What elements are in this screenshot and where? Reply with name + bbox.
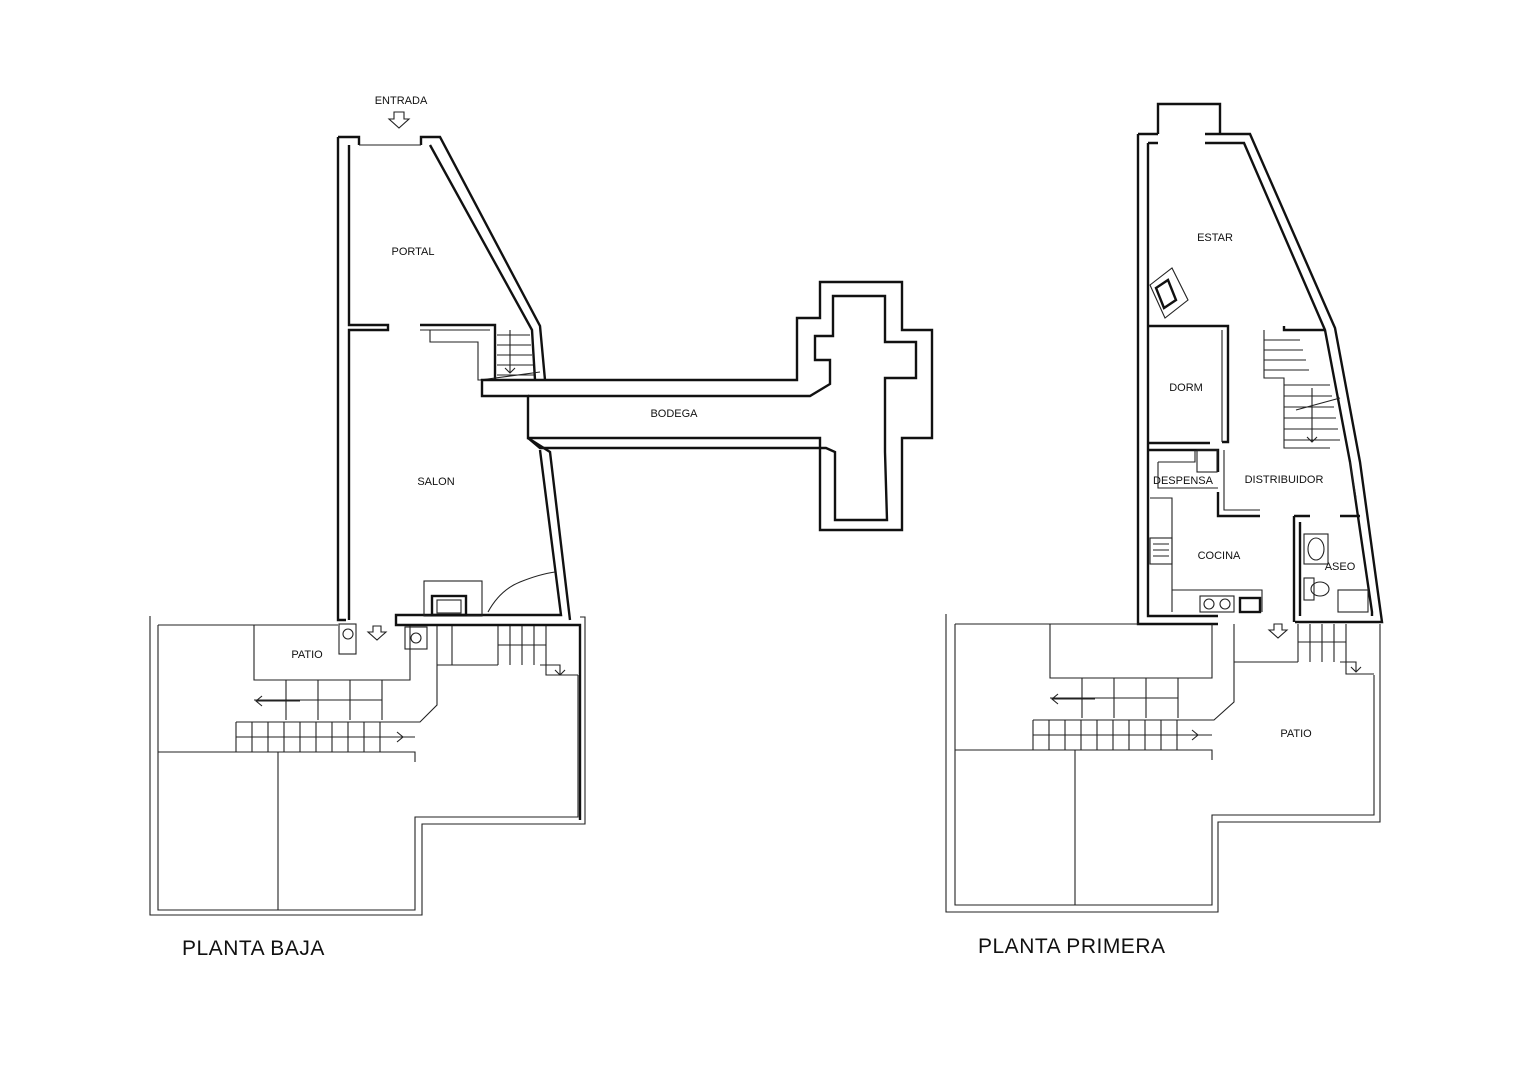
planta-baja-plan — [149, 111, 934, 916]
patio-primera-outline — [945, 614, 1381, 913]
label-distribuidor: DISTRIBUIDOR — [1245, 474, 1324, 486]
planta-baja-walls — [336, 135, 582, 820]
planta-primera-plan — [945, 102, 1384, 913]
fireplace-icon — [1149, 267, 1189, 319]
fireplace-icon — [423, 580, 483, 617]
kitchen-sink-icon — [1172, 589, 1263, 614]
label-aseo: ASEO — [1325, 561, 1356, 573]
label-patio-baja: PATIO — [291, 649, 323, 661]
patio-baja-outline — [149, 616, 586, 916]
down-arrow-icon — [366, 625, 388, 641]
washbasin-icon — [1303, 533, 1329, 565]
label-salon: SALON — [417, 476, 454, 488]
stove-icon — [1149, 497, 1173, 612]
salon-arc — [487, 571, 556, 613]
label-estar: ESTAR — [1197, 232, 1233, 244]
label-entrada: ENTRADA — [375, 95, 428, 107]
label-dorm: DORM — [1169, 382, 1203, 394]
label-portal: PORTAL — [392, 246, 435, 258]
label-cocina: COCINA — [1198, 550, 1241, 562]
entrada-arrow-icon — [387, 111, 411, 129]
label-patio-primera: PATIO — [1280, 728, 1312, 740]
label-despensa: DESPENSA — [1153, 475, 1214, 487]
toilet-icon — [1303, 577, 1330, 601]
shower-tray — [1337, 589, 1369, 613]
down-arrow-icon — [1267, 623, 1289, 639]
title-planta-baja: PLANTA BAJA — [182, 937, 325, 960]
label-bodega: BODEGA — [650, 408, 698, 420]
planta-primera-walls — [1136, 102, 1384, 626]
bodega-walls — [480, 280, 934, 532]
title-planta-primera: PLANTA PRIMERA — [978, 935, 1166, 958]
